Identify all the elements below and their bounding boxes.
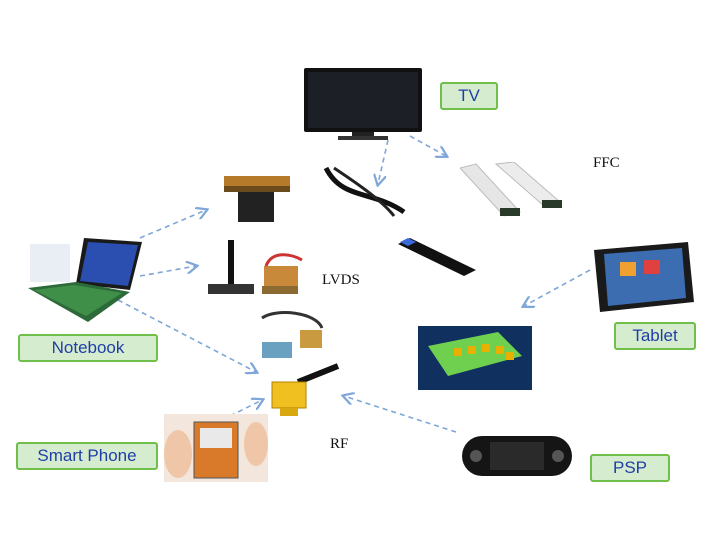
label-smart-phone: Smart Phone	[16, 442, 158, 470]
arrow-psp-to-rf	[344, 396, 457, 433]
arrow-tv-to-ffc	[409, 135, 446, 156]
label-rf: RF	[330, 436, 349, 452]
connector-image	[224, 176, 290, 222]
black-cable-image	[323, 166, 406, 217]
tv-image	[304, 68, 422, 140]
board-image	[418, 326, 532, 390]
notebook-image	[28, 238, 142, 322]
arrow-tablet-to-board	[524, 269, 591, 306]
arrow-notebook-to-lvds	[139, 266, 196, 277]
ffc-image	[460, 162, 562, 217]
psp-image	[462, 436, 572, 476]
label-lvds: LVDS	[322, 272, 360, 288]
smart-phone-image	[164, 414, 268, 482]
arrow-phone-to-rf	[221, 400, 262, 421]
rf-connector-image	[271, 363, 340, 416]
label-tablet: Tablet	[614, 322, 696, 350]
arrow-tv-to-cable	[378, 139, 389, 184]
label-tv: TV	[440, 82, 498, 110]
label-ffc: FFC	[593, 155, 620, 171]
label-psp: PSP	[590, 454, 670, 482]
lvds-cables-image	[208, 240, 303, 294]
label-notebook: Notebook	[18, 334, 158, 362]
arrow-notebook-to-rf	[117, 299, 256, 372]
arrow-notebook-to-connector	[139, 210, 206, 239]
loop-cable-image	[261, 311, 324, 358]
tablet-image	[594, 242, 694, 312]
ffc-cable-image	[398, 238, 476, 276]
